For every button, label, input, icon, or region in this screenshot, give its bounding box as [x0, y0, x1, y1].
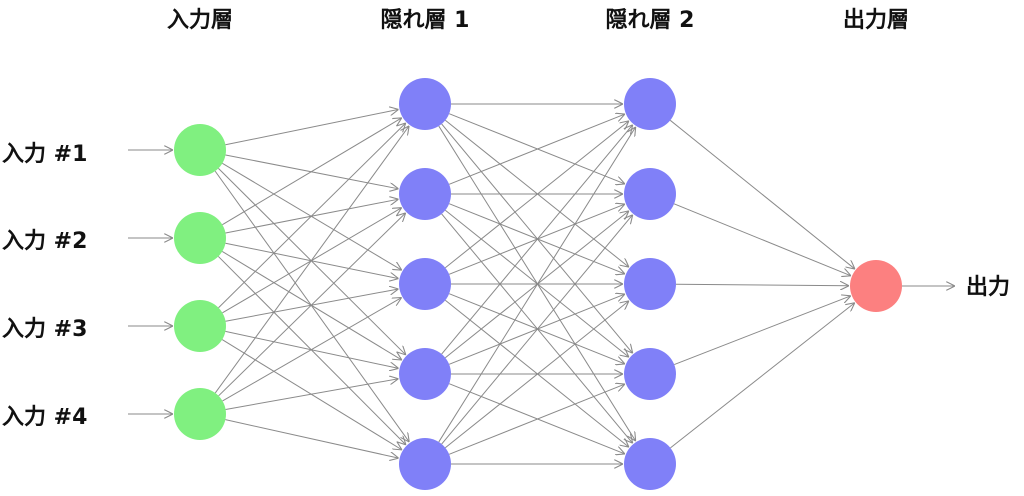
edge-input-1-to-hidden-1-1	[225, 109, 398, 146]
edge-input-4-to-hidden-1-1	[214, 126, 409, 394]
edge-input-2-to-hidden-1-4	[221, 251, 402, 360]
neuron-hidden-2-3	[624, 258, 676, 310]
layer-title-input: 入力層	[167, 8, 233, 33]
input-label-4: 入力 #4	[2, 405, 87, 430]
edge-input-2-to-hidden-1-5	[217, 256, 406, 444]
neuron-hidden-1-5	[399, 438, 451, 490]
layer-title-output: 出力層	[843, 8, 909, 33]
connections	[128, 104, 955, 464]
edge-hidden-1-5-to-hidden-2-2	[441, 215, 633, 445]
edge-input-4-to-hidden-1-3	[222, 298, 402, 402]
edge-hidden-1-4-to-hidden-2-1	[441, 125, 633, 355]
output-label: 出力	[966, 275, 1010, 300]
edge-input-3-to-hidden-1-4	[225, 330, 398, 368]
edge-hidden-2-1-to-output-1	[669, 119, 855, 269]
edge-hidden-1-5-to-hidden-2-4	[448, 384, 625, 455]
edge-input-1-to-hidden-1-2	[225, 154, 399, 189]
edge-hidden-2-5-to-output-1	[670, 303, 854, 449]
edge-hidden-1-5-to-hidden-2-3	[444, 301, 629, 449]
edge-hidden-1-3-to-hidden-2-1	[444, 121, 629, 269]
edge-input-3-to-hidden-1-1	[218, 123, 406, 309]
edge-input-2-to-hidden-1-3	[225, 242, 398, 278]
neuron-hidden-1-3	[399, 258, 451, 310]
neuron-input-3	[174, 300, 226, 352]
edge-input-1-to-hidden-1-5	[214, 170, 409, 442]
neurons	[174, 78, 902, 490]
input-label-1: 入力 #1	[2, 142, 87, 167]
neuron-hidden-2-5	[624, 438, 676, 490]
edge-input-1-to-hidden-1-3	[222, 162, 401, 270]
neuron-input-4	[174, 388, 226, 440]
neuron-hidden-2-1	[624, 78, 676, 130]
input-label-3: 入力 #3	[2, 317, 87, 342]
layer-title-hidden-2: 隠れ層 2	[606, 8, 695, 33]
neuron-hidden-1-2	[399, 168, 451, 220]
edge-hidden-2-3-to-output-1	[675, 284, 849, 286]
neuron-hidden-2-4	[624, 348, 676, 400]
layer-title-hidden-1: 隠れ層 1	[381, 8, 470, 33]
edge-hidden-2-2-to-output-1	[673, 203, 851, 276]
edge-hidden-1-5-to-hidden-2-1	[438, 127, 636, 443]
neuron-input-2	[174, 212, 226, 264]
input-label-2: 入力 #2	[2, 229, 87, 254]
neuron-hidden-1-1	[399, 78, 451, 130]
neuron-hidden-2-2	[624, 168, 676, 220]
edge-hidden-2-4-to-output-1	[674, 296, 851, 366]
edge-input-4-to-hidden-1-4	[225, 379, 399, 410]
neuron-hidden-1-4	[399, 348, 451, 400]
edge-input-3-to-hidden-1-5	[221, 339, 402, 450]
edge-hidden-1-2-to-hidden-2-1	[448, 114, 625, 185]
edge-input-4-to-hidden-1-5	[225, 419, 398, 459]
edge-input-2-to-hidden-1-1	[222, 118, 401, 226]
edge-input-1-to-hidden-1-4	[218, 167, 405, 355]
edge-input-4-to-hidden-1-2	[218, 213, 406, 397]
neuron-input-1	[174, 124, 226, 176]
neuron-output-1	[850, 260, 902, 312]
